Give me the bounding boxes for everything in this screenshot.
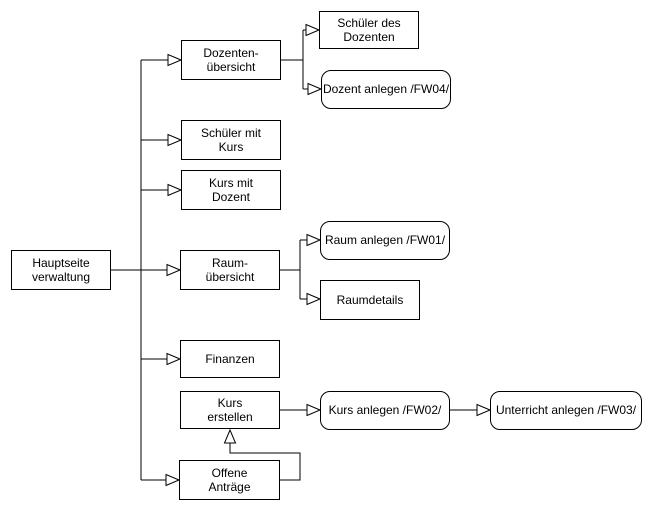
node-raumdetails: Raumdetails — [320, 280, 420, 320]
node-kurs-mit-dozent: Kurs mit Dozent — [181, 170, 281, 210]
node-raum-uebersicht: Raum- übersicht — [180, 250, 280, 290]
arrowhead-offene-antraege-to-kurs-erstellen — [223, 428, 237, 444]
arrowhead-trunk-to-finanzen — [166, 352, 182, 366]
node-raum-anlegen-fw01: Raum anlegen /FW01/ — [320, 221, 450, 260]
edge-offene-antraege-to-kurs-erstellen — [229, 430, 301, 481]
arrowhead-split-to-schueler-des-dozenten — [305, 23, 321, 37]
arrowhead-trunk-to-offene-antraege — [165, 473, 181, 487]
node-finanzen: Finanzen — [180, 340, 280, 378]
node-dozenten-uebersicht: Dozenten- übersicht — [181, 40, 281, 80]
arrowhead-split-to-raumdetails — [306, 292, 322, 306]
arrowhead-split-to-raum-anlegen — [306, 233, 322, 247]
node-kurs-erstellen: Kurs erstellen — [180, 391, 280, 429]
node-unterricht-anlegen-fw03: Unterricht anlegen /FW03/ — [490, 391, 642, 430]
arrowhead-hauptseite-to-raum-uebersicht — [166, 263, 182, 277]
arrowhead-kurs-anlegen-to-unterricht-anlegen — [476, 403, 492, 417]
arrowhead-trunk-to-schueler-mit-kurs — [167, 133, 183, 147]
node-kurs-anlegen-fw02: Kurs anlegen /FW02/ — [320, 391, 450, 430]
node-schueler-des-dozenten: Schüler des Dozenten — [319, 11, 419, 49]
arrowhead-trunk-to-dozenten-uebersicht — [167, 53, 183, 67]
node-schueler-mit-kurs: Schüler mit Kurs — [181, 120, 281, 160]
node-offene-antraege: Offene Anträge — [179, 460, 280, 500]
arrowhead-kurs-erstellen-to-kurs-anlegen — [306, 403, 322, 417]
arrowhead-trunk-to-kurs-mit-dozent — [167, 183, 183, 197]
arrowhead-split-to-dozent-anlegen — [307, 82, 323, 96]
node-hauptseite-verwaltung: Hauptseite verwaltung — [11, 250, 111, 290]
node-dozent-anlegen-fw04: Dozent anlegen /FW04/ — [321, 70, 451, 109]
